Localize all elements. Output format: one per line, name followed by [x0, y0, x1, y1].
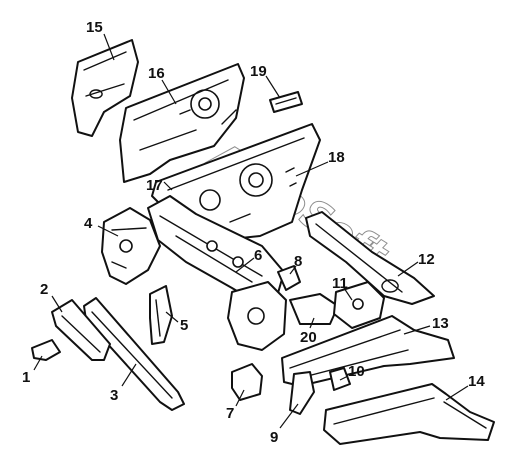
callout-16: 16: [148, 65, 165, 82]
leader-1: [33, 355, 43, 371]
callout-5: 5: [180, 317, 188, 334]
part-7-shape: [231, 363, 263, 401]
part-2-shape: [51, 299, 111, 361]
leader-12: [397, 261, 419, 277]
leader-13: [403, 325, 431, 335]
callout-9: 9: [270, 429, 278, 446]
callout-8: 8: [294, 253, 302, 270]
leader-lines: [33, 33, 469, 429]
callout-15: 15: [86, 19, 103, 36]
part-5-shape: [149, 285, 173, 345]
part-6-lower-shape: [227, 281, 287, 351]
callout-2: 2: [40, 281, 48, 298]
callout-3: 3: [110, 387, 118, 404]
leader-3: [121, 363, 137, 387]
part-18-shape: [151, 123, 321, 241]
leader-10: [339, 375, 349, 381]
callout-10: 10: [348, 363, 365, 380]
leader-11: [343, 287, 353, 301]
callout-13: 13: [432, 315, 449, 332]
leader-17: [163, 181, 173, 191]
callout-12: 12: [418, 251, 435, 268]
part-11-shape: [333, 281, 385, 329]
leader-4: [97, 225, 119, 237]
leader-15: [103, 33, 115, 61]
leader-9: [279, 403, 299, 429]
leader-14: [445, 385, 469, 401]
leader-16: [161, 79, 177, 105]
part-16-shape: [119, 63, 245, 183]
leader-20: [309, 317, 315, 329]
callout-20: 20: [300, 329, 317, 346]
part-1-shape: [31, 339, 61, 361]
callout-17: 17: [146, 177, 163, 194]
callout-7: 7: [226, 405, 234, 422]
leader-18: [295, 161, 329, 177]
leader-2: [51, 295, 63, 313]
leader-6: [235, 257, 255, 273]
part-10-shape: [329, 367, 351, 391]
callout-1: 1: [22, 369, 30, 386]
callout-14: 14: [468, 373, 485, 390]
part-19-shape: [269, 91, 303, 113]
callout-6: 6: [254, 247, 262, 264]
leader-5: [165, 311, 179, 323]
leader-7: [235, 389, 245, 407]
part-14-shape: [323, 383, 495, 445]
part-4-shape: [101, 207, 161, 285]
part-12-shape: [305, 211, 435, 305]
callout-19: 19: [250, 63, 267, 80]
part-9-shape: [289, 371, 315, 415]
callout-4: 4: [84, 215, 93, 232]
leader-8: [289, 265, 297, 275]
part-8-shape: [277, 265, 301, 291]
callout-11: 11: [332, 275, 348, 292]
callout-18: 18: [328, 149, 345, 166]
part-15-shape: [71, 39, 139, 137]
leader-19: [265, 75, 281, 99]
callout-labels: 1 2 3 4 5 6 7 8 9 10 11 12 13 14 15 16 1…: [22, 19, 485, 446]
